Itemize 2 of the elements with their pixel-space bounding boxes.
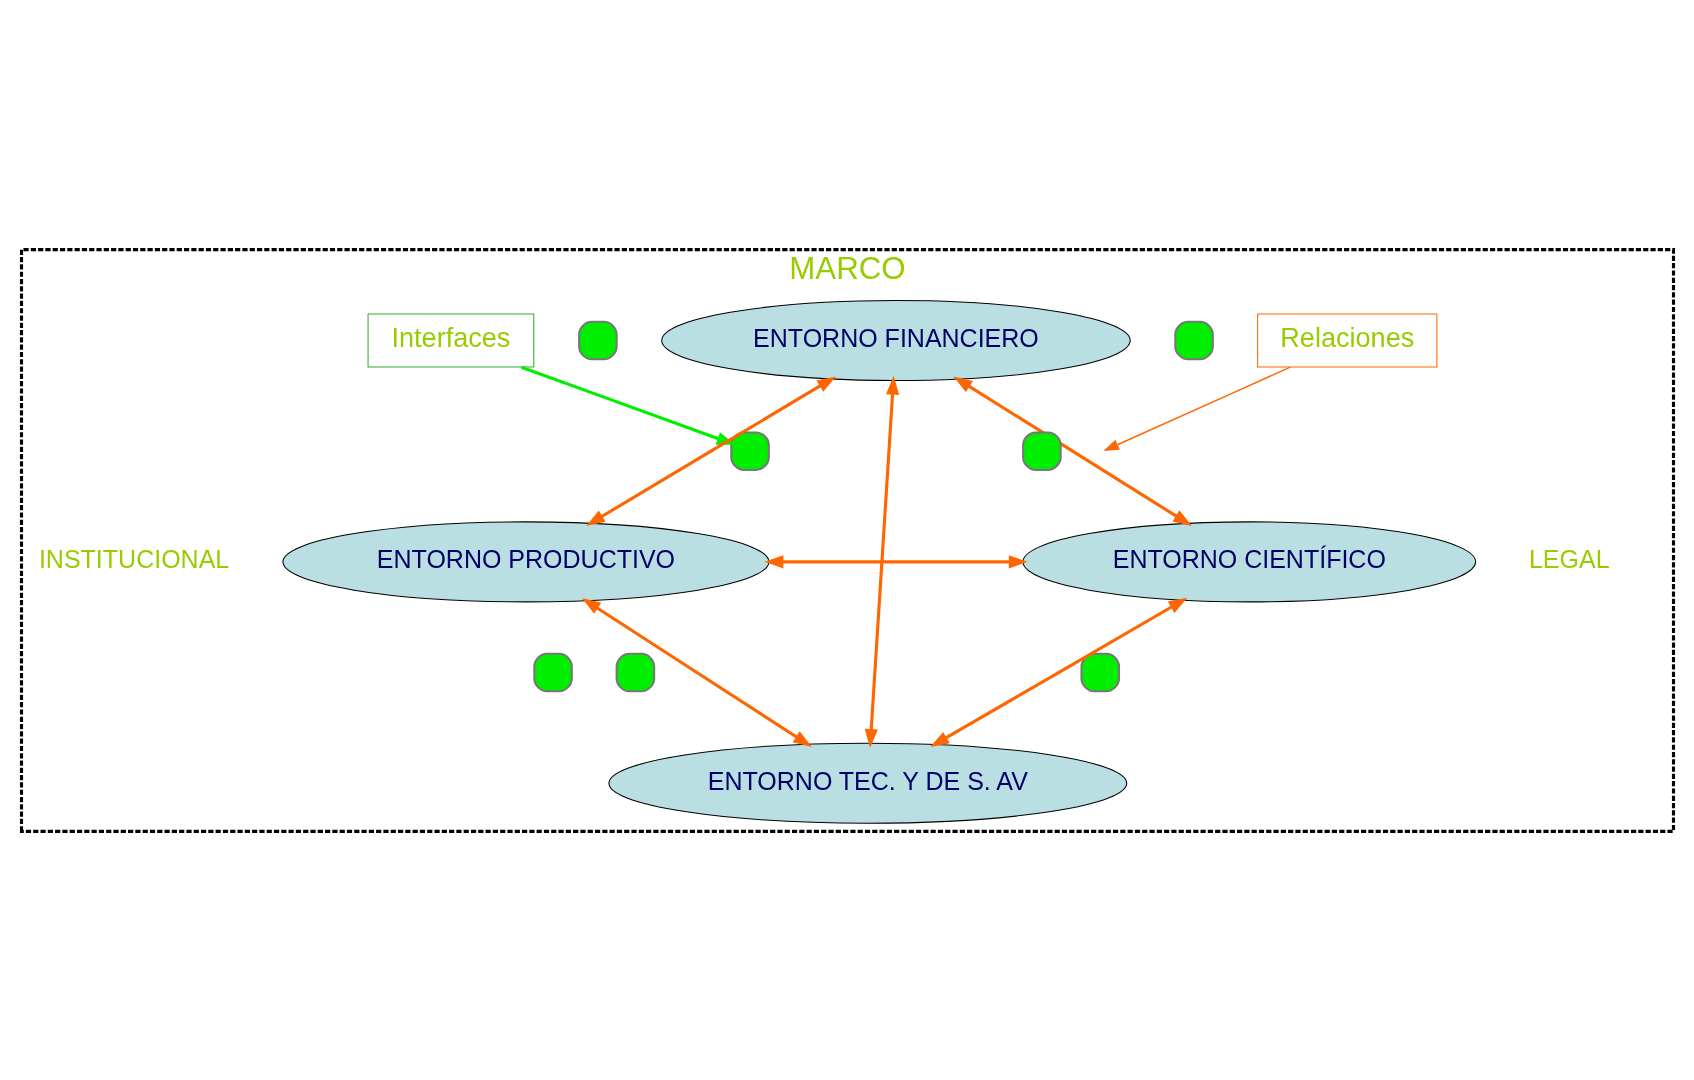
label: LEGAL (1528, 544, 1610, 573)
label: INSTITUCIONAL (38, 544, 229, 573)
